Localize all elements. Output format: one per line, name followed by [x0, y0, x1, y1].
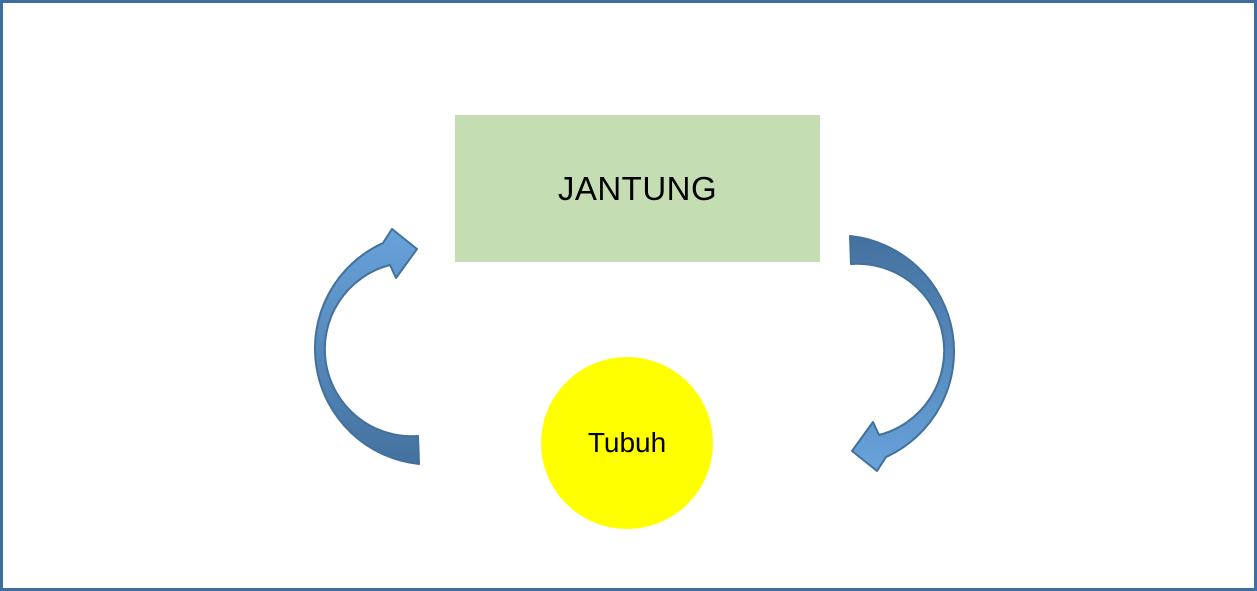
- curved-arrow-down-icon: [849, 235, 956, 472]
- body-node: Tubuh: [541, 357, 713, 529]
- body-node-label: Tubuh: [587, 427, 667, 458]
- curved-arrow-up-icon: [313, 228, 420, 465]
- heart-node-label: JANTUNG: [557, 169, 718, 207]
- heart-node: JANTUNG: [455, 115, 820, 262]
